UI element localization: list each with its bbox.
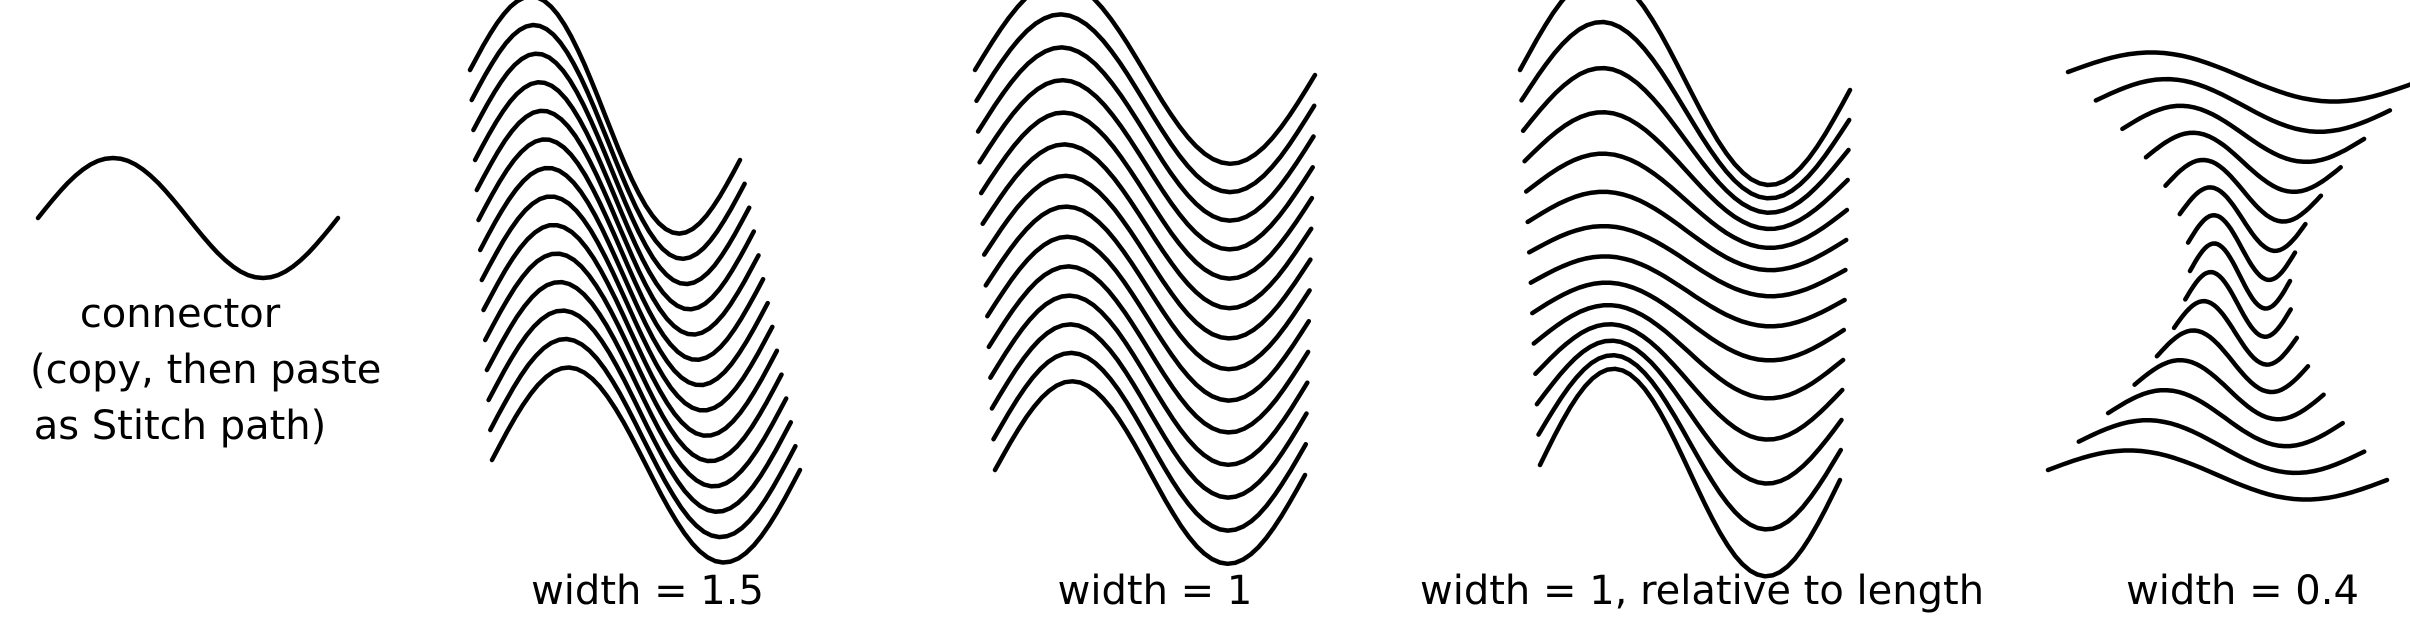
stitch-curve [488,336,798,540]
stitch-curve [1526,223,1848,299]
stitch-curve [986,264,1311,435]
stitch-curve [989,322,1309,500]
stitch-curve [472,80,757,312]
stitch-curve [2120,103,2367,165]
stitch-curve [1534,338,1844,486]
stitch-curve [2185,213,2298,283]
caption-width-1: width = 1 [1057,568,1253,614]
stitch-curve [2045,448,2390,502]
stitch-curve [1520,65,1851,215]
stitch-curve [1517,0,1853,188]
connector-label-line-1: connector [79,291,281,337]
stitch-curve [467,0,743,236]
caption-width-0-4: width = 0.4 [2126,568,2359,614]
stitch-curve [1522,110,1850,232]
stitch-curve [972,0,1318,167]
stitch-curve [2065,50,2410,104]
connector-label-line-3: as Stitch path) [33,403,327,449]
stitch-curve [2163,157,2324,224]
stitch-curve [2171,298,2300,367]
stitch-curve [482,251,784,464]
stitch-curve [486,308,794,514]
stitch-curve [1528,254,1847,329]
stitch-curve [974,12,1317,195]
panel-width-0-4 [2045,50,2410,502]
caption-width-1-relative: width = 1, relative to length [1420,568,1985,614]
stitch-curve [481,222,780,438]
stitch-curve [988,293,1310,468]
stitch-curve [977,77,1315,252]
stitch-curve [489,365,803,565]
stitch-curve [1533,322,1845,442]
stitch-curve [476,137,766,362]
stitch-curve [991,350,1309,533]
panel-width-1 [972,0,1318,567]
stitch-curve [1519,19,1852,201]
stitch-curve [981,173,1313,341]
stitch-curve [992,379,1308,567]
stitch-curve [2093,76,2393,134]
stitch-curve [1523,151,1850,251]
stitch-curve [1537,366,1843,579]
stitch-curve [484,279,789,489]
connector-curve [35,155,341,281]
stitch-curve [477,165,770,388]
panel-width-1-relative [1517,0,1853,579]
stitch-curve [2187,241,2293,311]
stitch-curve [469,22,747,262]
connector-label-line-2: (copy, then paste [30,347,382,393]
stitch-curve [2132,357,2326,422]
stitch-curve [471,51,752,287]
stitch-curve [2105,387,2345,449]
stitch-curve [985,234,1312,403]
stitch-curve [1530,280,1847,363]
stitch-curve [474,108,761,337]
stitch-curve [2177,185,2308,254]
stitch-curve [2154,328,2311,395]
panel-width-1-5 [467,0,803,565]
connector-shape [35,155,341,281]
stitch-curve [983,204,1312,372]
stitch-curve [975,45,1316,223]
caption-width-1-5: width = 1.5 [531,568,764,614]
stitch-curve [1531,302,1846,401]
stitch-curve [1525,189,1849,273]
stitch-curve [978,110,1315,281]
stitch-curve [479,194,775,413]
stitch-curve [2183,269,2293,339]
connector-label: connector (copy, then paste as Stitch pa… [30,286,382,454]
stitch-curve [1536,352,1844,532]
stitch-curve [2076,418,2367,476]
stitch-curve [980,142,1314,311]
stitch-curve [2143,130,2343,195]
